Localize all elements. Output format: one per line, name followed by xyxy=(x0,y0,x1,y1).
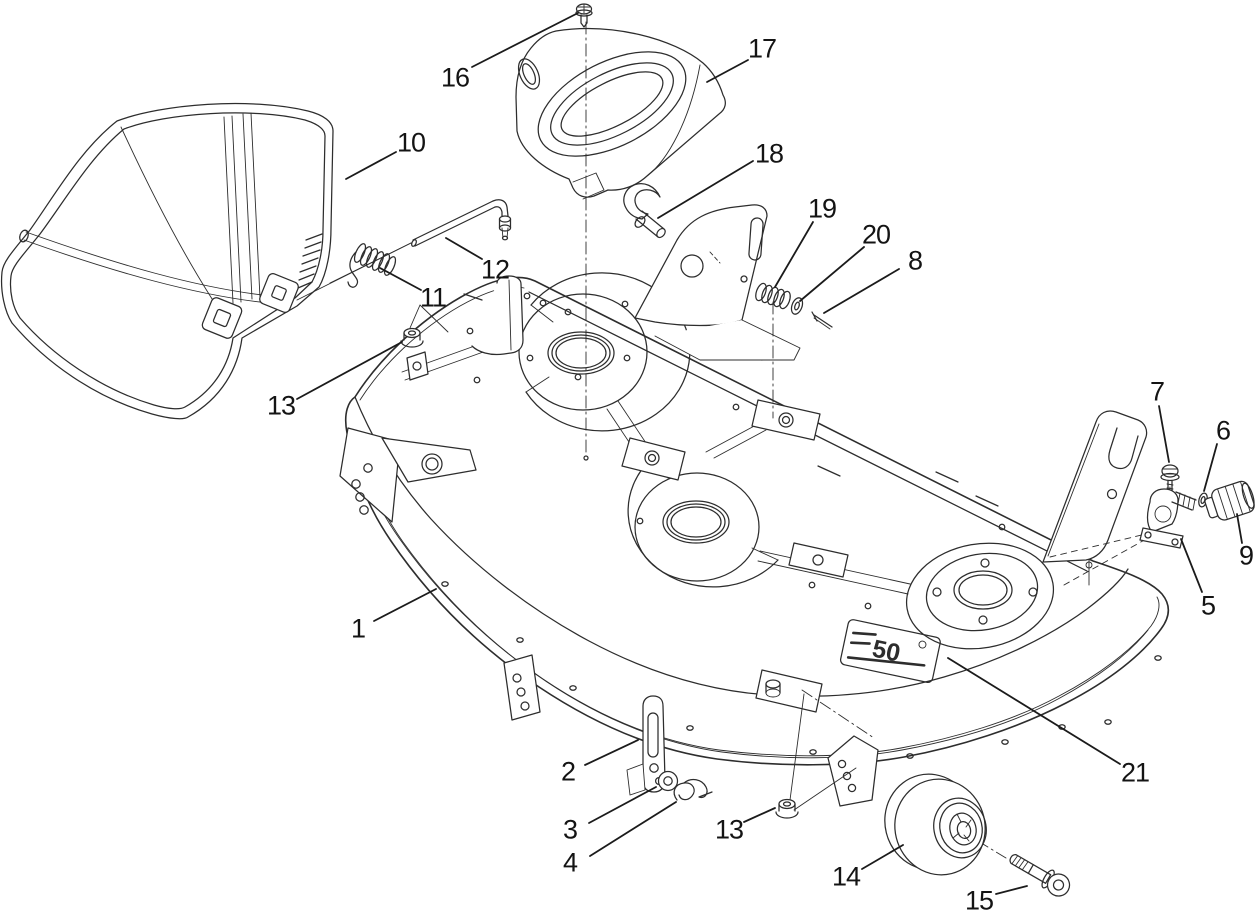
rod-12 xyxy=(329,199,512,284)
leader-1 xyxy=(373,588,437,622)
leader-13b xyxy=(743,807,776,823)
spring-19 xyxy=(755,282,791,310)
screw-7 xyxy=(1160,464,1180,492)
gauge-wheel-14 xyxy=(884,773,987,876)
size-decal: 50 xyxy=(839,619,941,684)
screw-16 xyxy=(575,3,593,28)
callout-label-2: 2 xyxy=(560,756,576,787)
j-pin-18 xyxy=(623,183,666,239)
callout-label-13b: 13 xyxy=(714,814,744,845)
decal-number: 50 xyxy=(870,635,903,668)
callout-label-4: 4 xyxy=(562,847,578,878)
hose-cap-9 xyxy=(1204,480,1255,521)
deck-holes xyxy=(466,292,1006,610)
leader-4 xyxy=(589,801,677,857)
callout-label-21: 21 xyxy=(1120,757,1150,788)
spring-11 xyxy=(347,243,397,288)
callout-label-14: 14 xyxy=(831,861,861,892)
spindle-area-right xyxy=(905,542,1055,650)
deck-shell-drawing: 50 xyxy=(339,204,1170,807)
leader-21 xyxy=(947,657,1121,765)
callout-label-7: 7 xyxy=(1149,376,1165,407)
callout-label-16: 16 xyxy=(440,62,470,93)
pin-8 xyxy=(811,311,833,330)
lift-bracket-18 xyxy=(634,204,801,361)
spindle-area-left xyxy=(518,272,691,432)
leader-14 xyxy=(861,844,904,870)
leader-10 xyxy=(345,151,397,180)
callout-label-3: 3 xyxy=(562,814,578,845)
deflector-rolled-edge-hatch xyxy=(297,233,323,289)
leader-7 xyxy=(1158,405,1170,463)
leader-19 xyxy=(774,221,814,288)
washer-20 xyxy=(790,297,804,315)
leader-11 xyxy=(379,267,422,291)
callout-label-18: 18 xyxy=(754,138,784,169)
leader-5 xyxy=(1180,538,1203,593)
flange-nut-13-upper xyxy=(400,327,424,348)
callout-label-6: 6 xyxy=(1215,415,1231,446)
hairpin-clip-4 xyxy=(673,778,713,801)
callout-label-13a: 13 xyxy=(266,390,296,421)
leader-16 xyxy=(471,12,579,68)
washout-elbow-5 xyxy=(1139,488,1197,549)
callout-label-11: 11 xyxy=(419,282,447,313)
belt-cover-drawing xyxy=(515,27,726,200)
callout-label-1: 1 xyxy=(350,613,366,644)
callout-label-12: 12 xyxy=(480,254,510,285)
rear-bracket xyxy=(1042,410,1148,563)
callout-label-9: 9 xyxy=(1238,540,1254,571)
washer-3 xyxy=(657,770,679,792)
leader-20 xyxy=(799,246,865,302)
callout-label-10: 10 xyxy=(396,127,426,158)
leader-12 xyxy=(445,237,483,260)
leader-17 xyxy=(706,59,749,83)
shoulder-bolt-15 xyxy=(1009,854,1071,897)
flange-nut-13-lower xyxy=(775,798,799,819)
callout-label-15: 15 xyxy=(964,885,994,916)
leader-9 xyxy=(1236,513,1243,544)
callout-label-5: 5 xyxy=(1200,590,1216,621)
leader-15 xyxy=(995,885,1028,895)
hanger-bracket-2 xyxy=(626,695,666,796)
leader-18 xyxy=(657,160,754,219)
leader-3 xyxy=(588,786,657,824)
callout-label-19: 19 xyxy=(807,193,837,224)
leader-13a xyxy=(296,341,403,400)
leader-lines xyxy=(296,12,1243,895)
leader-2 xyxy=(584,739,639,766)
leader-8 xyxy=(823,268,900,314)
callout-label-8: 8 xyxy=(907,245,923,276)
leader-6 xyxy=(1203,443,1218,492)
deflector-shield-drawing xyxy=(0,102,412,420)
callout-label-17: 17 xyxy=(747,33,777,64)
callout-label-20: 20 xyxy=(861,219,891,250)
